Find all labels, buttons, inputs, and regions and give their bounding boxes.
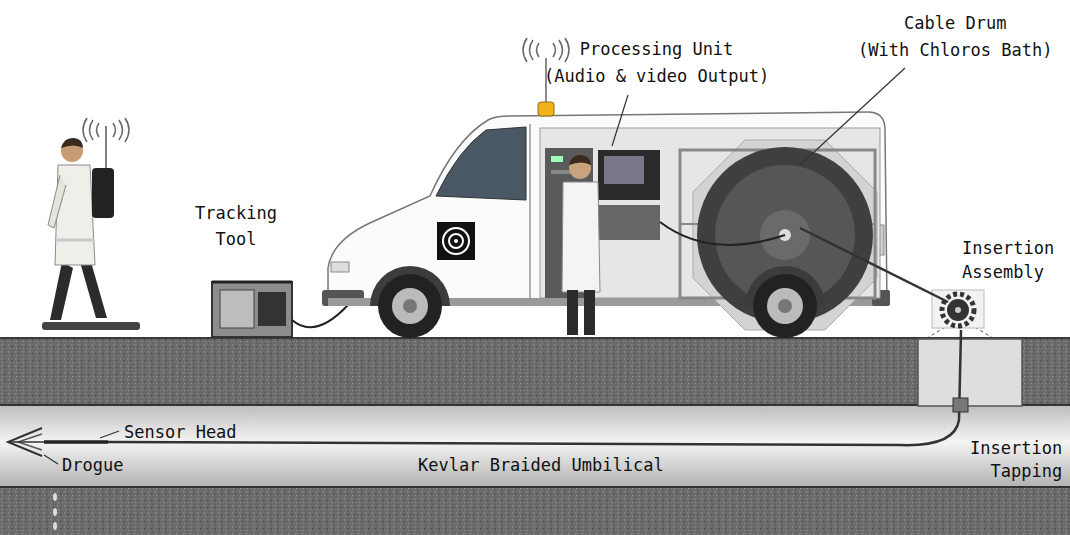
part-label: Sensor Head: [124, 422, 237, 442]
umbilical-cable: [108, 330, 961, 445]
insertion-tapping: [953, 398, 968, 412]
insertion-assembly: [932, 290, 984, 328]
part-label: Cable Drum (With Chloros Bath): [858, 10, 1052, 64]
excavation-pit: [918, 339, 1022, 406]
part-label: Insertion Assembly: [962, 236, 1054, 284]
part-label: Processing Unit (Audio & video Output): [544, 36, 769, 90]
part-label: Drogue: [62, 455, 123, 475]
umbilical-cable: [800, 228, 948, 302]
ground: [0, 338, 1070, 535]
sensor-head: [44, 440, 108, 444]
drogue-symbol: [8, 428, 44, 456]
tracking-operator: [42, 118, 140, 330]
part-label: Kevlar Braided Umbilical: [418, 455, 664, 475]
part-label: Insertion Tapping: [970, 437, 1062, 483]
part-label: Tracking Tool: [195, 200, 277, 252]
